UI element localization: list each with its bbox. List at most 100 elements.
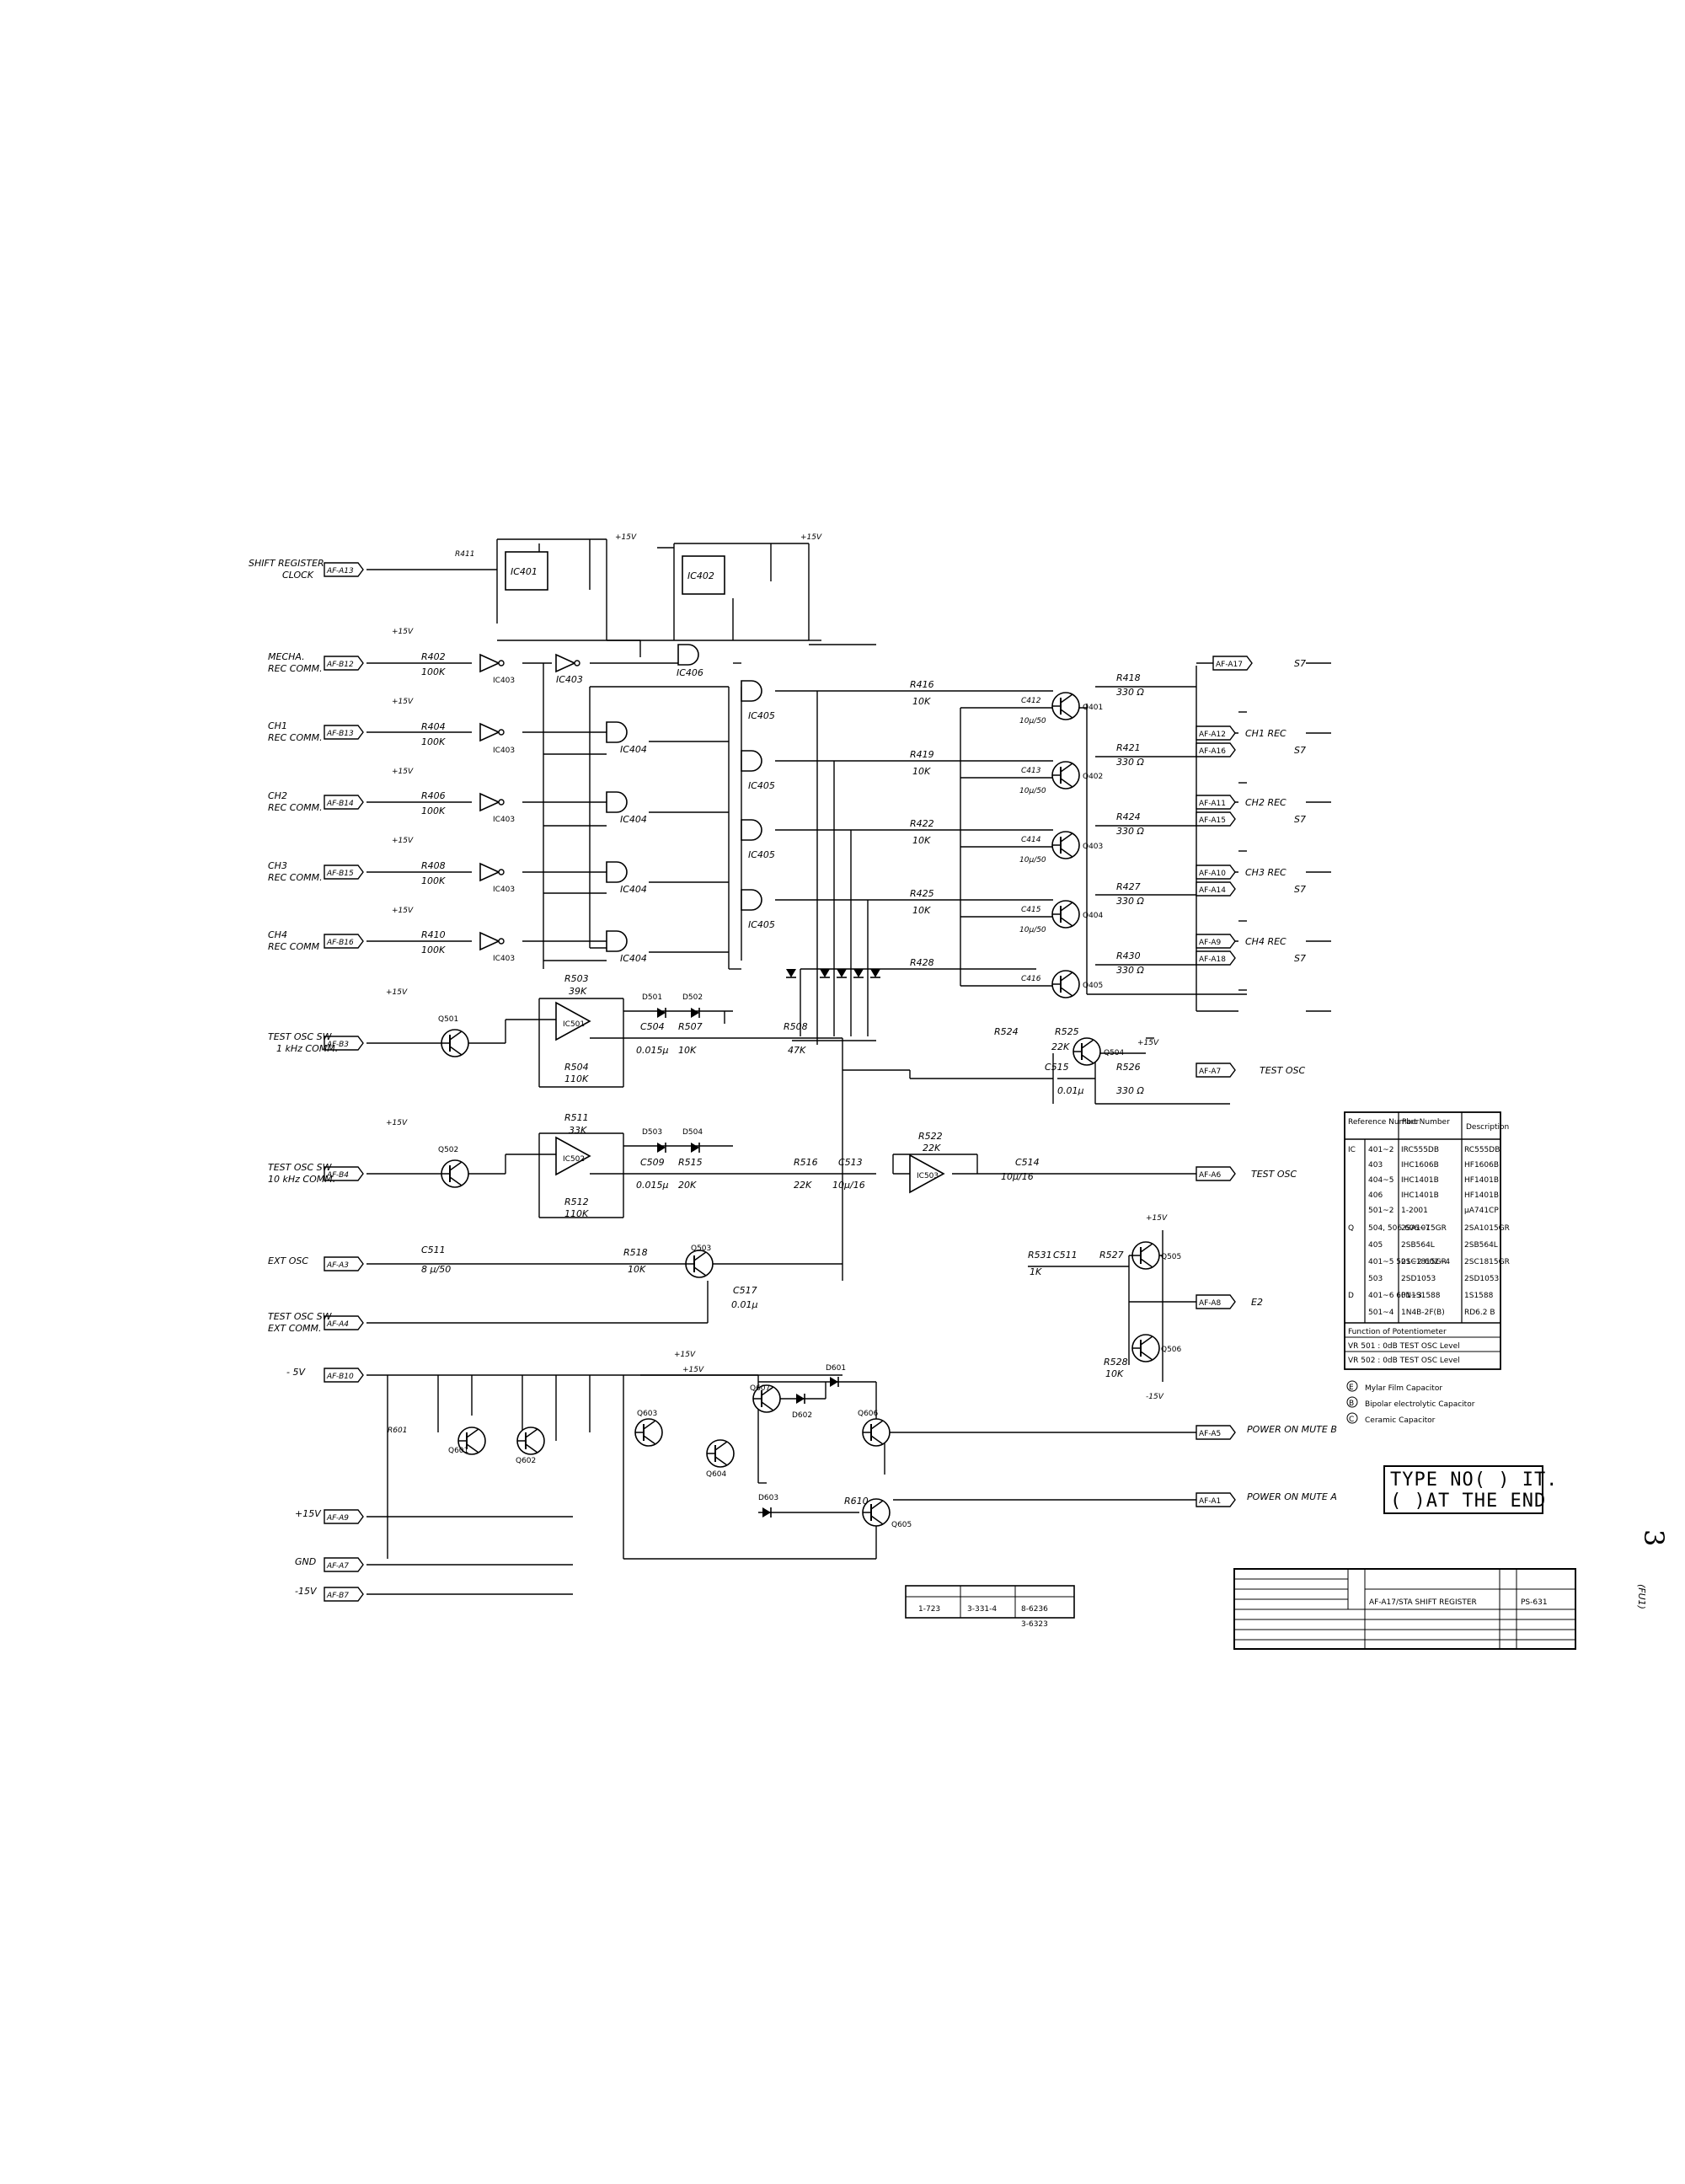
parts-row-6-ref: 405 — [1368, 1241, 1383, 1250]
parts-row-2-part: IHC1401B — [1401, 1176, 1439, 1185]
parts-row-9-desc: 1S1588 — [1464, 1292, 1494, 1300]
label-ch4-1: CH4 — [268, 929, 287, 940]
r416-label: R416 — [910, 679, 934, 690]
r508-label: R508 — [784, 1021, 808, 1032]
conn-ch4: AF-B16 — [326, 939, 354, 947]
r515-val: 20K — [678, 1180, 697, 1191]
rev-cell-0: 1-723 — [918, 1605, 940, 1614]
c504-label: C504 — [640, 1021, 665, 1032]
parts-row-4-part: 1-2001 — [1401, 1207, 1428, 1215]
r430-label: R430 — [1116, 950, 1141, 961]
parts-header-ref: Reference Number — [1348, 1118, 1420, 1127]
r410-val: 100K — [421, 945, 446, 956]
q606-label: Q606 — [858, 1410, 879, 1418]
power-p15-k: +15V — [1146, 1214, 1168, 1223]
r507-val: 10K — [678, 1045, 697, 1056]
q403-label: Q403 — [1083, 843, 1103, 851]
label-clock-1: SHIFT REGISTER — [249, 558, 324, 569]
c509-label: C509 — [640, 1157, 665, 1168]
parts-row-1-part: IHC1606B — [1401, 1161, 1439, 1170]
c517-label: C517 — [733, 1285, 757, 1296]
d502-label: D502 — [682, 993, 703, 1002]
parts-row-3-ref: 406 — [1368, 1191, 1383, 1200]
parts-footer-row-0: VR 501 : 0dB TEST OSC Level — [1348, 1342, 1460, 1351]
side-number: 3 — [1638, 1529, 1670, 1546]
r526-val: 330 Ω — [1116, 1085, 1144, 1096]
r525-val: 22K — [1051, 1041, 1070, 1052]
parts-row-1-ref: 403 — [1368, 1161, 1383, 1170]
conn-osc1: AF-B3 — [326, 1041, 349, 1049]
conn-m5v: AF-B10 — [326, 1373, 354, 1381]
r425-label: R425 — [910, 888, 934, 899]
r507-label: R507 — [678, 1021, 703, 1032]
r424-label: R424 — [1116, 811, 1141, 822]
title-block-drawing-no: PS-631 — [1521, 1598, 1548, 1607]
power-p15-e: +15V — [392, 768, 414, 776]
d501-label: D501 — [642, 993, 662, 1002]
r524-label: R524 — [994, 1026, 1019, 1037]
out-a5: AF-A5 — [1199, 1430, 1221, 1438]
q402-label: Q402 — [1083, 773, 1103, 781]
r404-val: 100K — [421, 736, 446, 747]
conn-ext: AF-A3 — [326, 1261, 349, 1270]
revision-table: 1-723 3-331-4 8-6236 3-6323 — [905, 1585, 1075, 1629]
parts-row-9-part: PN1S1588 — [1401, 1292, 1441, 1300]
power-p15-d: +15V — [392, 698, 414, 706]
parts-row-10-part: 1N4B-2F(B) — [1401, 1309, 1445, 1317]
parts-row-9-type: D — [1348, 1292, 1354, 1300]
ic-555-blocks: IC401 IC402 — [505, 551, 725, 595]
label-p15v: +15V — [295, 1508, 322, 1519]
parts-row-0-part: IRC555DB — [1401, 1146, 1439, 1154]
label-mecha-1: MECHA. — [268, 651, 305, 662]
input-connectors — [324, 562, 364, 1602]
power-labels: +15V +15V +15V +15V +15V +15V +15V +15V … — [386, 533, 1168, 1401]
r408-val: 100K — [421, 875, 446, 886]
conn-osc10: AF-B4 — [326, 1171, 349, 1180]
conn-gnd: AF-A7 — [326, 1562, 349, 1571]
r406-label: R406 — [421, 790, 446, 801]
parts-row-10-ref: 501~4 — [1368, 1309, 1394, 1317]
c515-label: C515 — [1045, 1062, 1069, 1073]
parts-row-5-ref: 504, 506 606~7 — [1368, 1224, 1430, 1233]
conn-m15v: AF-B7 — [326, 1592, 349, 1600]
title-block-name: AF-A17/STA SHIFT REGISTER — [1369, 1598, 1477, 1607]
ic501-label: IC501 — [563, 1020, 585, 1029]
out-a8-label: E2 — [1251, 1297, 1263, 1308]
power-p15-i: +15V — [386, 1119, 408, 1127]
label-ext-osc: EXT OSC — [268, 1255, 308, 1266]
rev-cell-3: 3-6323 — [1021, 1620, 1048, 1629]
out-a16-label: S7 — [1294, 745, 1306, 756]
ic405-label-c: IC405 — [748, 849, 775, 860]
r516-val: 22K — [794, 1180, 812, 1191]
r411-label: R411 — [455, 550, 474, 559]
title-block: AF-A17/STA SHIFT REGISTER PS-631 — [1233, 1568, 1576, 1650]
out-a16: AF-A16 — [1199, 747, 1226, 756]
r422-val: 10K — [912, 835, 931, 846]
q401-label: Q401 — [1083, 704, 1103, 712]
c412-val: 10μ/50 — [1019, 717, 1046, 725]
label-clock-2: CLOCK — [282, 570, 314, 581]
out-a10-label: CH3 REC — [1245, 867, 1286, 878]
r422-label: R422 — [910, 818, 934, 829]
c511-label: C511 — [1053, 1250, 1078, 1261]
r402-val: 100K — [421, 666, 446, 677]
rev-cell-2: 8-6236 — [1021, 1605, 1048, 1614]
q405-label: Q405 — [1083, 982, 1103, 990]
transistors: Q401 Q402 Q403 Q404 Q405 Q501 Q502 Q503 … — [438, 692, 1182, 1529]
c504-val: 0.015μ — [636, 1045, 669, 1056]
power-p15-j: +15V — [1137, 1039, 1159, 1047]
r522-label: R522 — [918, 1131, 943, 1142]
r504-val: 110K — [564, 1073, 589, 1084]
r421-label: R421 — [1116, 742, 1141, 753]
conn-ch2: AF-B14 — [326, 800, 354, 808]
power-p15-m: +15V — [674, 1351, 696, 1359]
power-p15-l: +15V — [682, 1366, 704, 1374]
out-a6: AF-A6 — [1199, 1171, 1222, 1180]
c514-val: 10μ/16 — [1001, 1171, 1034, 1182]
c515-val: 0.01μ — [1057, 1085, 1084, 1096]
ic404-label-d: IC404 — [620, 953, 647, 964]
ic503-label: IC503 — [917, 1172, 939, 1180]
legend-text-1: Bipolar electrolytic Capacitor — [1365, 1400, 1475, 1409]
parts-row-3-desc: HF1401B — [1464, 1191, 1499, 1200]
